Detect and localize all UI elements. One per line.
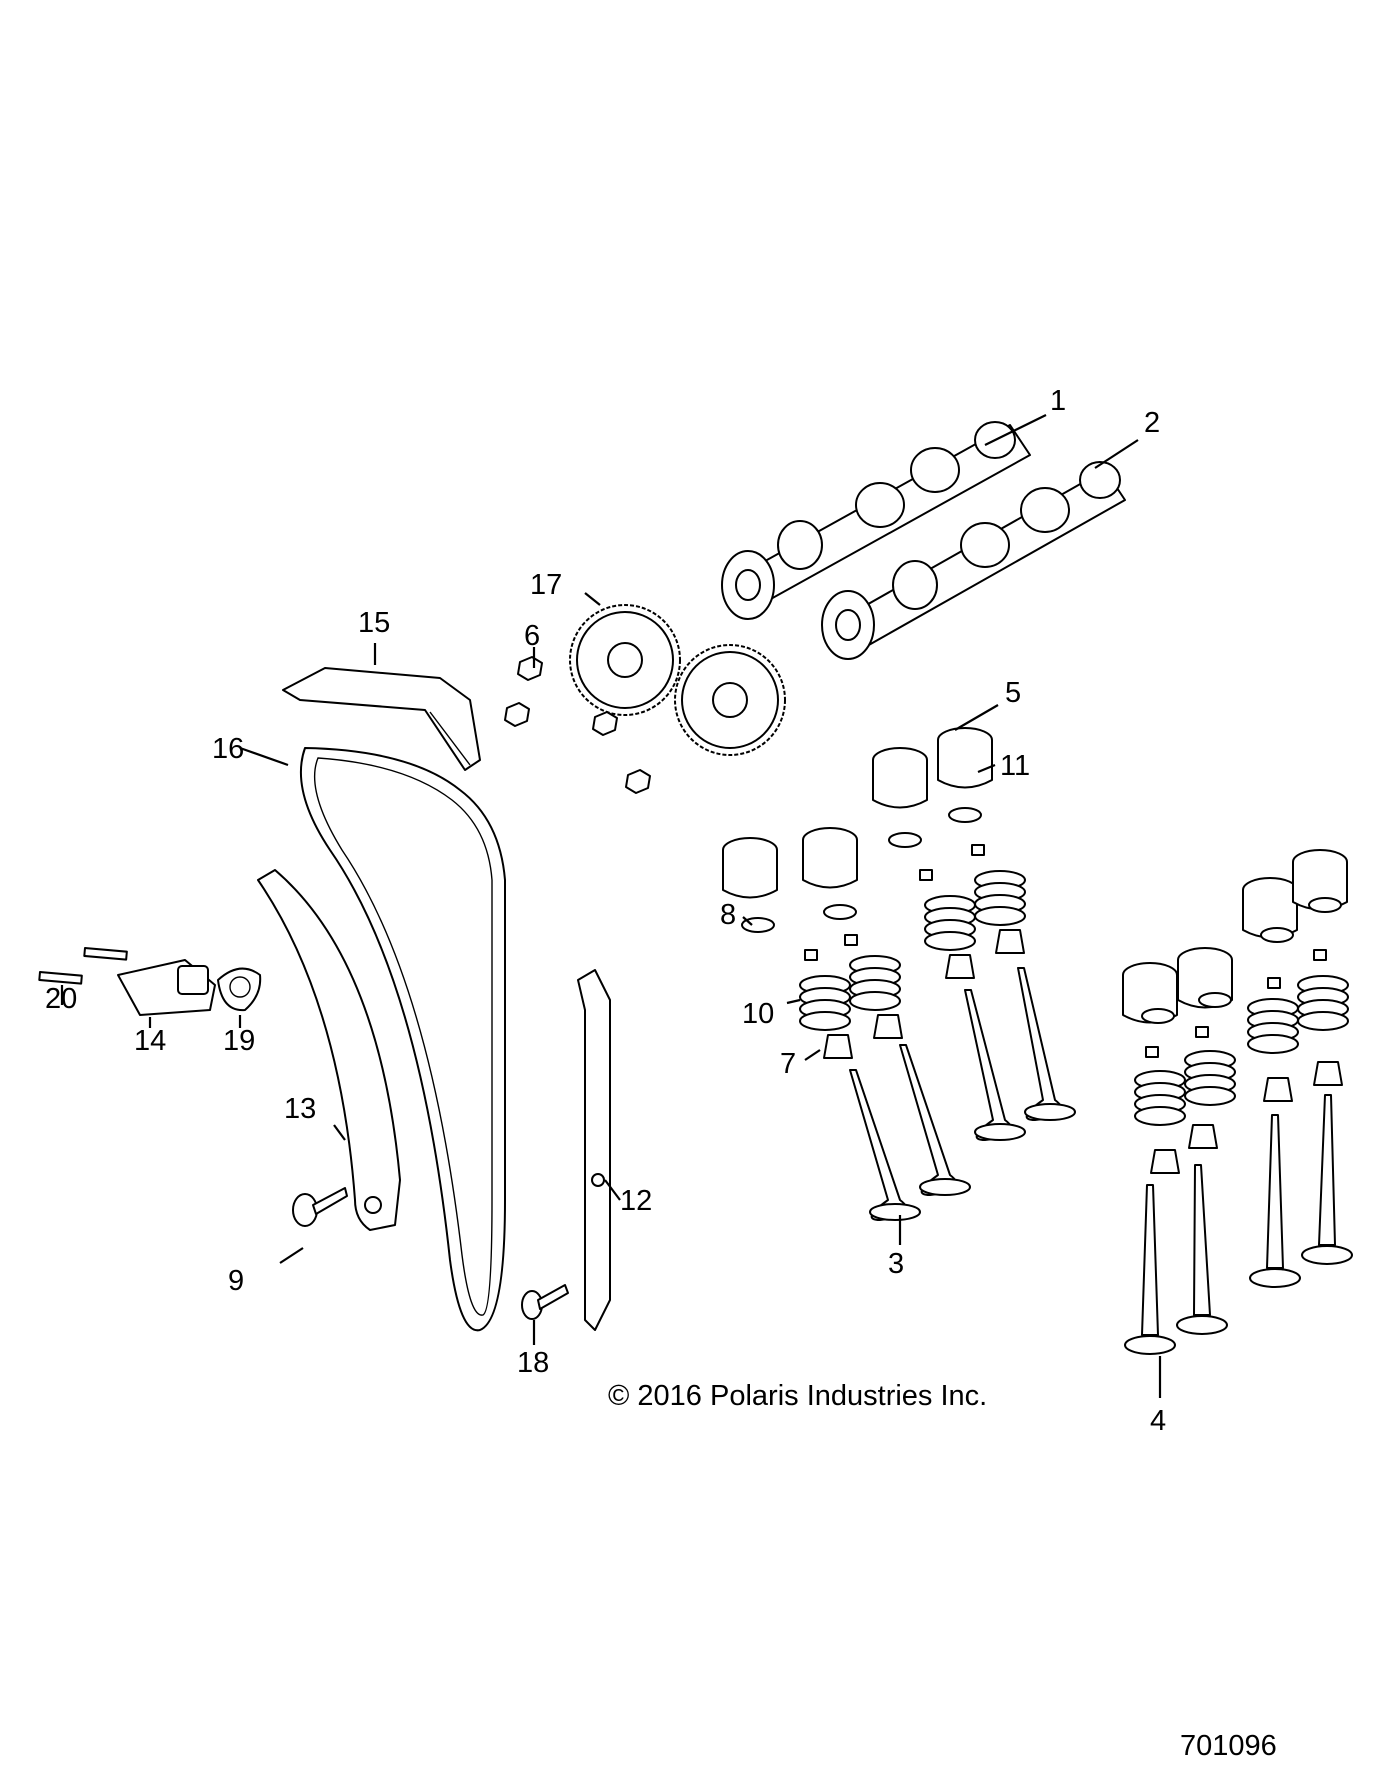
cam-sprocket-left [569,604,681,716]
callout-10: 10 [742,998,774,1030]
tensioner-gasket [217,967,262,1012]
pivot-bolt-18 [521,1284,569,1320]
callout-18: 18 [517,1347,549,1379]
pivot-bolt-9 [292,1187,348,1227]
valve-stem-seals [823,929,1343,1174]
cam-chain-tensioner [117,959,216,1016]
callout-2: 2 [1144,407,1160,439]
spring-retainers [741,807,1342,1024]
valve-buckets-left [722,727,993,899]
sprocket-bolts [504,656,651,794]
callout-15: 15 [358,607,390,639]
callout-16: 16 [212,733,244,765]
callout-19: 19 [223,1025,255,1057]
callout-4: 4 [1150,1405,1166,1437]
callout-labels: 1 2 3 4 5 6 7 8 9 10 11 12 13 14 15 16 1… [45,385,1166,1437]
callout-8: 8 [720,899,736,931]
callout-3: 3 [888,1248,904,1280]
callout-7: 7 [780,1048,796,1080]
camshaft-intake [721,421,1031,620]
copyright-notice: © 2016 Polaris Industries Inc. [608,1380,987,1412]
callout-9: 9 [228,1265,244,1297]
exhaust-valves [1124,1094,1353,1355]
intake-valves [849,967,1076,1221]
chain-tensioner-guide [257,869,401,1231]
leader-lines [60,414,1162,1398]
chain-guide-upper [282,667,481,771]
valve-keepers [804,844,1327,1058]
callout-11: 11 [1000,750,1030,782]
valve-springs [799,870,1349,1126]
tensioner-bolts [38,947,128,985]
callout-6: 6 [524,620,540,652]
callout-17: 17 [530,569,562,601]
cam-sprocket-right [674,644,786,756]
document-id: 701096 [1180,1730,1277,1762]
callout-1: 1 [1050,385,1066,417]
callout-13: 13 [284,1093,316,1125]
callout-20: 20 [45,983,77,1015]
camshaft-exhaust [821,461,1126,660]
callout-12: 12 [620,1185,652,1217]
timing-chain [299,747,506,1332]
callout-5: 5 [1005,677,1021,709]
chain-guide-fixed [577,969,611,1331]
callout-14: 14 [134,1025,166,1057]
